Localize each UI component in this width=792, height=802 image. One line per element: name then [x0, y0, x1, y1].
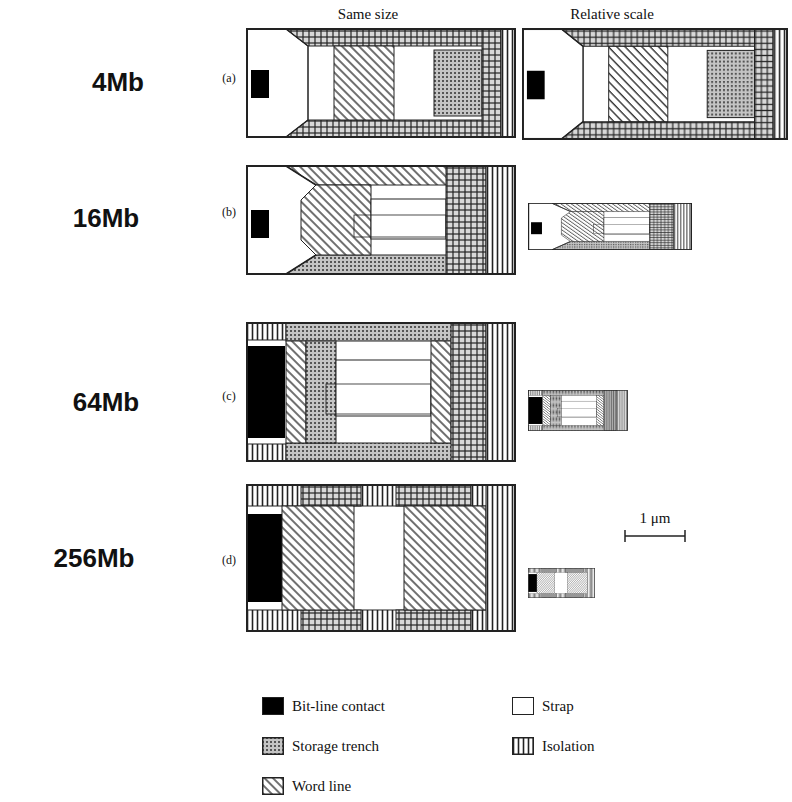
cell-16mb [247, 166, 515, 274]
cell-4mb-scaled [523, 29, 787, 139]
cell-256mb [247, 485, 515, 631]
legend-swatch [262, 737, 284, 755]
relative-scale-cells [523, 29, 787, 598]
panel-letter: (a) [222, 71, 235, 86]
legend-swatch [512, 737, 534, 755]
scale-label: 1 μm [640, 510, 671, 527]
legend-text: Isolation [542, 738, 595, 755]
same-size-cells [247, 29, 515, 631]
panel-letter: (b) [222, 205, 236, 220]
row-label: 16Mb [73, 203, 139, 234]
cell-16mb-scaled [529, 203, 692, 249]
legend-text: Word line [292, 778, 351, 795]
cell-64mb-scaled [528, 390, 627, 430]
column-header: Relative scale [570, 6, 654, 23]
panel-letter: (d) [222, 553, 236, 568]
column-header: Same size [338, 6, 398, 23]
row-label: 256Mb [54, 543, 135, 574]
cell-64mb [247, 323, 515, 461]
legend-text: Bit-line contact [292, 698, 385, 715]
legend-text: Strap [542, 698, 574, 715]
legend-swatch [512, 697, 534, 715]
panel-letter: (c) [222, 389, 235, 404]
row-label: 64Mb [73, 387, 139, 418]
cell-256mb-scaled [528, 568, 595, 598]
cell-4mb [247, 29, 515, 137]
row-label: 4Mb [92, 67, 144, 98]
scale-bar [625, 530, 685, 542]
legend-text: Storage trench [292, 738, 379, 755]
legend-swatch [262, 777, 284, 795]
legend-swatch [262, 697, 284, 715]
